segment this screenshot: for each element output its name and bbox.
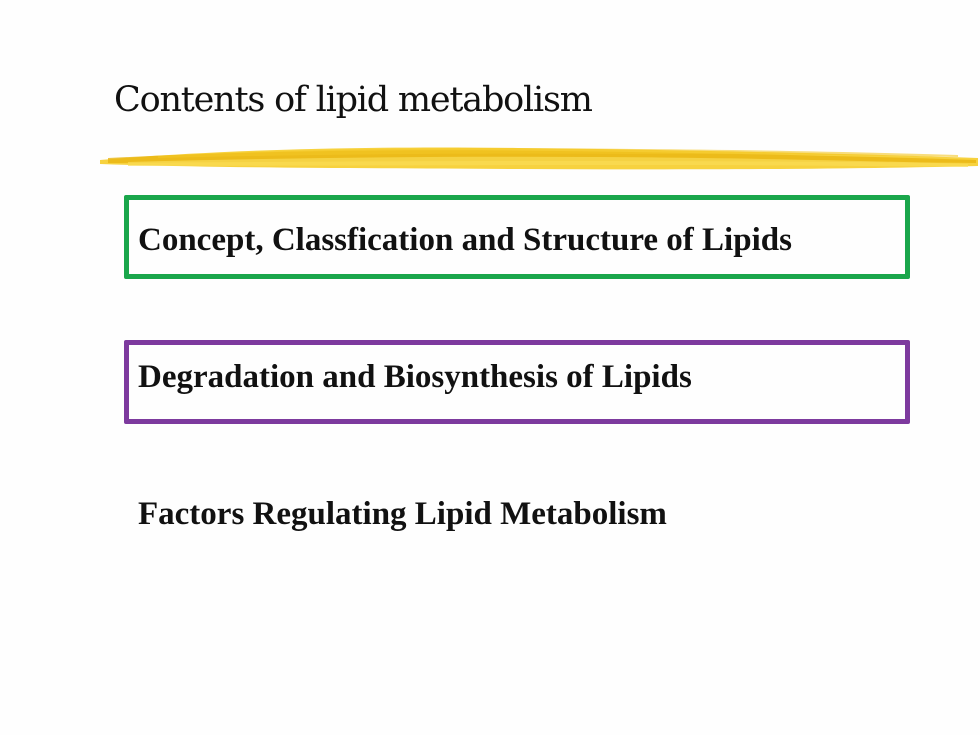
topic-degradation-biosynthesis: Degradation and Biosynthesis of Lipids <box>138 359 692 395</box>
topic-regulating-factors: Factors Regulating Lipid Metabolism <box>138 496 667 532</box>
topic-concept-classification-structure: Concept, Classfication and Structure of … <box>138 222 792 258</box>
highlighter-stroke <box>100 147 978 170</box>
slide-title: Contents of lipid metabolism <box>114 80 593 120</box>
topic-frame-concept <box>124 195 910 279</box>
topic-frame-degradation <box>124 340 910 424</box>
